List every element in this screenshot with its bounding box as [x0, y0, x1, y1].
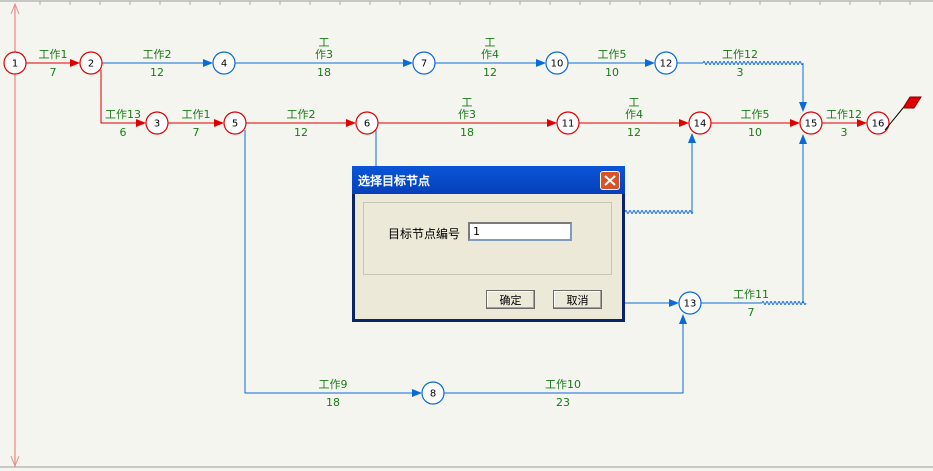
- task-duration-label: 7: [50, 66, 57, 79]
- task-name-label: 工: [629, 96, 640, 109]
- node-13[interactable]: 13: [678, 291, 702, 315]
- node-number: 5: [232, 119, 238, 130]
- task-name-label: 作3: [458, 108, 476, 121]
- node-number: 7: [421, 59, 427, 70]
- task-name-label: 工作12: [722, 48, 758, 61]
- close-button[interactable]: [600, 171, 620, 190]
- dialog-title: 选择目标节点: [358, 174, 431, 188]
- input-group-box: [363, 202, 612, 275]
- task-name-label: 工作11: [733, 288, 769, 301]
- task-name-label: 工作2: [143, 48, 172, 61]
- task-duration-label: 12: [294, 126, 308, 139]
- node-2[interactable]: 2: [79, 51, 103, 75]
- end-flag-icon: [884, 96, 922, 131]
- task-name-label: 工作5: [741, 108, 770, 121]
- node-1[interactable]: 1: [3, 51, 27, 75]
- close-icon: [604, 175, 616, 186]
- select-target-node-dialog: 选择目标节点 目标节点编号 确定 取消: [352, 166, 625, 322]
- node-number: 13: [684, 299, 697, 310]
- node-4[interactable]: 4: [212, 51, 236, 75]
- node-11[interactable]: 11: [556, 111, 580, 135]
- node-number: 6: [364, 119, 370, 130]
- wavy-connector-to-14: [624, 210, 694, 214]
- node-number: 16: [872, 119, 885, 130]
- node-10[interactable]: 10: [545, 51, 569, 75]
- node-5[interactable]: 5: [223, 111, 247, 135]
- node-3[interactable]: 3: [145, 111, 169, 135]
- node-number: 2: [88, 59, 94, 70]
- target-node-label: 目标节点编号: [388, 227, 461, 241]
- task-duration-label: 12: [483, 66, 497, 79]
- dialog-titlebar[interactable]: 选择目标节点: [352, 166, 625, 194]
- axis-arrow-down: [10, 455, 20, 468]
- task-duration-label: 23: [556, 396, 570, 409]
- node-7[interactable]: 7: [412, 51, 436, 75]
- task-name-label: 工作9: [319, 378, 348, 391]
- node-number: 4: [221, 59, 227, 70]
- task-arrow-5-8[interactable]: [244, 130, 422, 397]
- task-name-label: 工作5: [598, 48, 627, 61]
- task-duration-label: 18: [317, 66, 331, 79]
- task-duration-label: 3: [841, 126, 848, 139]
- task-name-label: 工作10: [545, 378, 581, 391]
- task-arrow-12-15[interactable]: [677, 61, 807, 112]
- node-12[interactable]: 12: [654, 51, 678, 75]
- task-duration-label: 7: [748, 306, 755, 319]
- node-16[interactable]: 16: [866, 111, 890, 135]
- node-15[interactable]: 15: [799, 111, 823, 135]
- task-duration-label: 7: [193, 126, 200, 139]
- axis-arrow-up: [10, 2, 20, 15]
- task-duration-label: 10: [748, 126, 762, 139]
- task-name-label: 工作1: [39, 48, 68, 61]
- task-duration-label: 6: [120, 126, 127, 139]
- node-number: 14: [694, 119, 707, 130]
- task-duration-label: 18: [460, 126, 474, 139]
- node-number: 8: [430, 389, 436, 400]
- task-name-label: 工作2: [287, 108, 316, 121]
- task-arrow-8-13[interactable]: [444, 314, 687, 394]
- dialog-client: 目标节点编号 确定 取消: [355, 194, 622, 319]
- node-number: 15: [805, 119, 818, 130]
- task-name-label: 工: [319, 36, 330, 49]
- task-arrow-2-3[interactable]: [100, 70, 146, 127]
- task-name-label: 工作12: [826, 108, 862, 121]
- node-6[interactable]: 6: [355, 111, 379, 135]
- task-duration-label: 3: [737, 66, 744, 79]
- task-name-label: 工作1: [182, 108, 211, 121]
- task-duration-label: 12: [627, 126, 641, 139]
- task-name-label: 作4: [481, 48, 499, 61]
- node-14[interactable]: 14: [688, 111, 712, 135]
- node-number: 1: [12, 59, 18, 70]
- node-number: 3: [154, 119, 160, 130]
- task-arrow-13-15[interactable]: [701, 134, 807, 305]
- node-number: 11: [562, 119, 575, 130]
- task-name-label: 工: [485, 36, 496, 49]
- task-name-label: 工: [462, 96, 473, 109]
- task-duration-label: 10: [605, 66, 619, 79]
- target-node-input[interactable]: [468, 222, 572, 241]
- node-number: 12: [660, 59, 673, 70]
- cancel-button[interactable]: 取消: [553, 290, 602, 309]
- node-8[interactable]: 8: [421, 381, 445, 405]
- task-name-label: 工作13: [105, 108, 141, 121]
- task-name-label: 作4: [625, 108, 643, 121]
- task-name-label: 作3: [315, 48, 333, 61]
- node-number: 10: [551, 59, 564, 70]
- ok-button[interactable]: 确定: [486, 290, 535, 309]
- task-duration-label: 12: [150, 66, 164, 79]
- task-duration-label: 18: [326, 396, 340, 409]
